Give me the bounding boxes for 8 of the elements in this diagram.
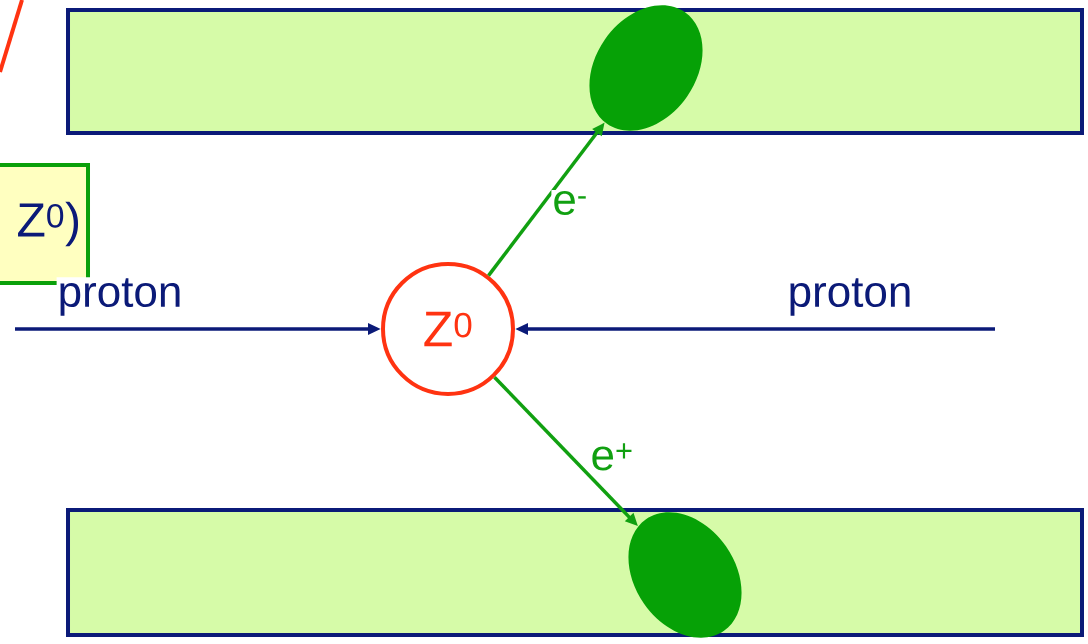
detector-band bbox=[66, 508, 1084, 637]
energy-deposit bbox=[628, 512, 742, 638]
energy-deposit bbox=[589, 5, 703, 131]
edge-label: e$^{-}$ bbox=[551, 189, 589, 217]
edge-label: proton bbox=[786, 277, 914, 317]
edge-label: e$^{+}$ bbox=[589, 442, 635, 472]
detector-band bbox=[66, 8, 1084, 135]
edge-label: proton bbox=[56, 277, 184, 317]
